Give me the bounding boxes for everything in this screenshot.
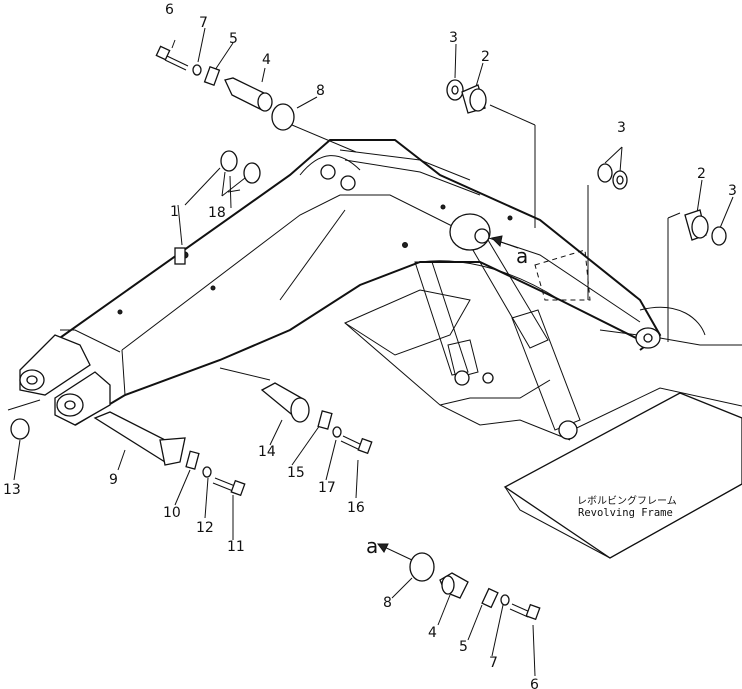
callout-10: 10 <box>163 505 181 521</box>
bushing-2-right <box>684 209 709 241</box>
callout-7-bottom: 7 <box>489 655 498 671</box>
bolt-16 <box>340 435 373 455</box>
frame-label-japanese: レボルビングフレーム <box>577 494 677 507</box>
plate-5-bottom <box>481 587 499 609</box>
plate-10 <box>185 450 200 470</box>
bolt-6-bottom <box>509 603 541 621</box>
callout-16: 16 <box>347 500 365 516</box>
washer-8-top <box>271 103 295 131</box>
callout-11: 11 <box>227 539 245 555</box>
boom-cylinder-left <box>414 261 479 386</box>
pin-4-top <box>224 77 273 112</box>
washer-8-bottom <box>409 552 435 582</box>
plate-15 <box>317 410 333 430</box>
callout-a-boom: a <box>516 244 528 268</box>
callout-2-right: 2 <box>697 166 706 182</box>
callout-4-top: 4 <box>262 52 271 68</box>
callout-7-top: 7 <box>199 15 208 31</box>
callout-3-right: 3 <box>728 183 737 199</box>
callout-14: 14 <box>258 444 276 460</box>
plate-5-top <box>203 65 221 87</box>
pin-9 <box>93 411 186 466</box>
boom-cylinder-right <box>469 239 581 440</box>
leader-lines <box>7 27 734 677</box>
callout-9: 9 <box>109 472 118 488</box>
callout-18: 18 <box>208 205 226 221</box>
callout-5-top: 5 <box>229 31 238 47</box>
revolving-frame <box>503 387 742 559</box>
callout-6-bottom: 6 <box>530 677 539 689</box>
callout-8-top: 8 <box>316 83 325 99</box>
callout-6-top: 6 <box>165 2 174 18</box>
spacer-18b <box>243 162 261 184</box>
boom <box>19 139 662 426</box>
bushing-3-top <box>446 79 464 101</box>
pin-14 <box>260 382 310 423</box>
callout-3-top: 3 <box>449 30 458 46</box>
bushing-3-right <box>711 226 727 246</box>
bushing-2-top <box>461 84 487 114</box>
callout-8-bottom: 8 <box>383 595 392 611</box>
callout-labels: 1 2 2 3 3 3 4 4 5 5 6 6 7 7 8 8 9 10 11 … <box>3 2 737 689</box>
callout-1: 1 <box>170 204 179 220</box>
callout-3-middle: 3 <box>617 120 626 136</box>
callout-a-bottom: a <box>366 534 378 558</box>
spacer-18a <box>220 150 238 172</box>
washer-17 <box>332 426 342 438</box>
bushings-3-middle <box>597 163 628 190</box>
callout-12: 12 <box>196 520 214 536</box>
callout-15: 15 <box>287 465 305 481</box>
callout-13: 13 <box>3 482 21 498</box>
callout-5-bottom: 5 <box>459 639 468 655</box>
callout-4-bottom: 4 <box>428 625 437 641</box>
bolt-6-top <box>155 45 189 71</box>
washer-12 <box>202 466 212 478</box>
washer-7-top <box>192 64 202 76</box>
washer-7-bottom <box>500 594 510 606</box>
callout-17: 17 <box>318 480 336 496</box>
frame-label-english: Revolving Frame <box>578 507 673 519</box>
pin-4-bottom <box>439 572 469 599</box>
bolt-11 <box>212 477 246 497</box>
callout-2-top: 2 <box>481 49 490 65</box>
washer-13 <box>10 418 30 440</box>
